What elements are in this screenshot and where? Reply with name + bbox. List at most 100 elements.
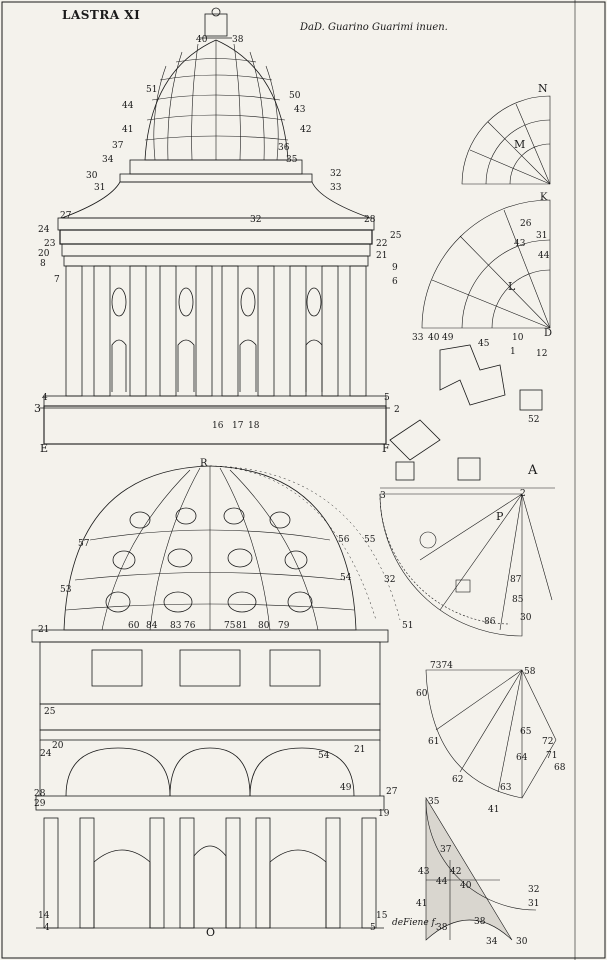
statue-niches	[111, 339, 323, 392]
label-54b: 54	[318, 751, 330, 761]
label-28: 28	[364, 215, 376, 225]
label-12: 12	[536, 349, 547, 359]
concave-roof	[61, 181, 371, 219]
engraver-signature: deFiene f.	[392, 918, 438, 928]
label-64: 64	[516, 753, 528, 763]
label-40b: 40	[428, 333, 440, 343]
label-5b: 5	[370, 923, 376, 933]
label-3: 3	[34, 402, 41, 415]
dome-ribs	[65, 466, 355, 631]
label-21: 21	[376, 251, 387, 261]
dome-section	[31, 465, 401, 929]
label-N: N	[538, 82, 548, 95]
plan-quarter-N	[461, 95, 551, 185]
label-43b: 43	[514, 239, 526, 249]
label-21c: 21	[354, 745, 365, 755]
label-20b: 20	[52, 741, 64, 751]
dome-drum	[129, 159, 303, 175]
label-43c: 43	[418, 867, 430, 877]
label-30c: 30	[516, 937, 528, 947]
arch-center	[169, 747, 251, 797]
label-2b: 2	[520, 489, 526, 499]
label-D: D	[544, 328, 552, 339]
label-33: 33	[330, 183, 342, 193]
plan-quarter-P	[379, 493, 553, 637]
label-A: A	[527, 463, 538, 478]
label-40c: 40	[460, 881, 472, 891]
plan-quarter-bottom	[425, 796, 537, 941]
label-19: 19	[378, 809, 390, 819]
label-49b: 49	[340, 783, 352, 793]
label-52: 52	[528, 415, 539, 425]
label-43: 43	[294, 105, 306, 115]
label-60: 60	[128, 621, 140, 631]
balustrade	[39, 703, 381, 731]
label-26: 26	[520, 219, 532, 229]
label-54: 54	[340, 573, 352, 583]
label-32b: 32	[250, 215, 261, 225]
oval-windows	[111, 287, 322, 317]
label-38c: 38	[436, 923, 448, 933]
label-2: 2	[394, 405, 400, 415]
ground-plan-fragment	[389, 344, 543, 481]
label-51: 51	[146, 85, 157, 95]
label-44c: 44	[436, 877, 448, 887]
label-16: 16	[212, 421, 224, 431]
label-35b: 35	[428, 797, 440, 807]
label-30: 30	[86, 171, 98, 181]
label-25: 25	[390, 231, 402, 241]
label-61: 61	[428, 737, 439, 747]
label-R: R	[200, 458, 208, 469]
label-10: 10	[512, 333, 524, 343]
cornice	[57, 217, 375, 231]
label-27: 27	[60, 211, 72, 221]
label-24b: 24	[40, 749, 52, 759]
label-37b: 37	[440, 845, 452, 855]
label-38: 38	[232, 35, 244, 45]
label-40: 40	[196, 35, 208, 45]
label-28b: 28	[34, 789, 46, 799]
label-30b: 30	[520, 613, 532, 623]
label-44: 44	[122, 101, 134, 111]
label-E: E	[40, 442, 48, 455]
colonnade	[65, 265, 367, 397]
arch-left	[65, 747, 171, 797]
label-41b: 41	[488, 805, 499, 815]
label-31: 31	[94, 183, 105, 193]
label-50: 50	[289, 91, 301, 101]
label-81: 81	[236, 621, 247, 631]
label-80: 80	[258, 621, 270, 631]
label-32: 32	[330, 169, 341, 179]
entablature	[35, 795, 385, 811]
label-6: 6	[392, 277, 398, 287]
label-44b: 44	[538, 251, 550, 261]
label-57: 57	[78, 539, 90, 549]
label-37: 37	[112, 141, 124, 151]
label-75: 75	[224, 621, 236, 631]
label-15: 15	[376, 911, 388, 921]
plan-quarter-L	[421, 199, 551, 329]
podium	[43, 405, 387, 445]
label-41c: 41	[416, 899, 427, 909]
dome-coffers	[144, 40, 289, 161]
label-83: 83	[170, 621, 182, 631]
label-56: 56	[338, 535, 350, 545]
label-58: 58	[524, 667, 536, 677]
label-53: 53	[60, 585, 72, 595]
label-62: 62	[452, 775, 463, 785]
label-F: F	[382, 442, 390, 455]
label-5: 5	[384, 393, 390, 403]
label-22: 22	[376, 239, 387, 249]
label-24: 24	[38, 225, 50, 235]
author-line: DaD. Guarino Guarimi inuen.	[300, 22, 448, 33]
frieze	[59, 229, 373, 245]
label-76: 76	[184, 621, 196, 631]
label-3b: 3	[380, 491, 386, 501]
label-34: 34	[102, 155, 114, 165]
section-drum	[39, 641, 381, 705]
plate-title: LASTRA XI	[62, 8, 141, 22]
label-L: L	[508, 280, 516, 293]
label-31b: 31	[536, 231, 547, 241]
